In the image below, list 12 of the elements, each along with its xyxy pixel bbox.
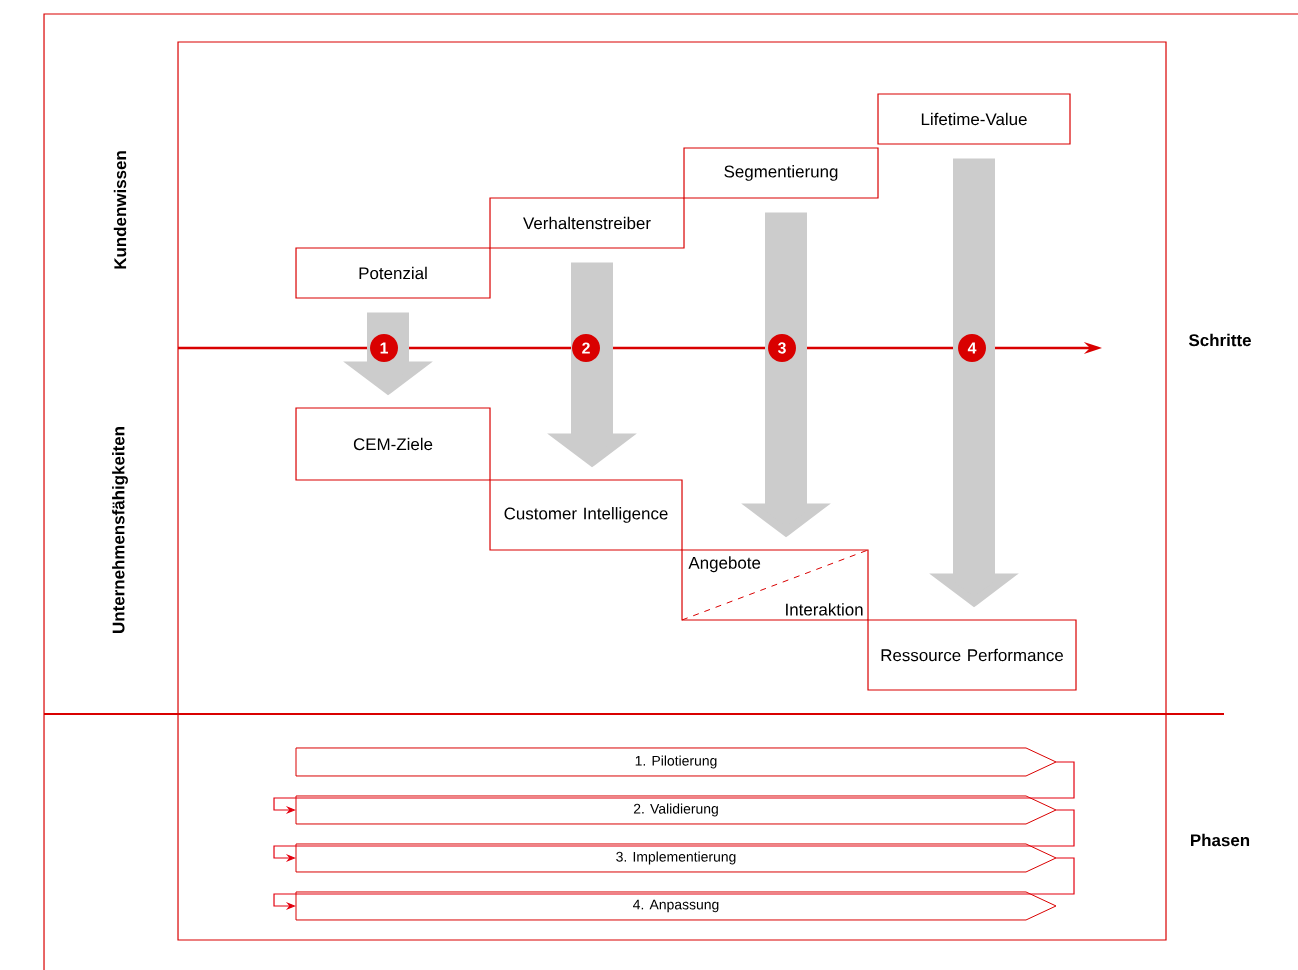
axis-label: Unternehmensfähigkeiten [112, 427, 128, 633]
step-box: Lifetime-Value [877, 93, 1071, 145]
step-box: Potenzial [295, 247, 491, 299]
step-box: CEM-Ziele [295, 407, 491, 481]
step-box: Verhaltenstreiber [489, 197, 685, 249]
axis-label: Kundenwissen [113, 151, 127, 269]
step-box: Ressource Performance [867, 619, 1077, 691]
split-box: Angebote Interaktion [681, 549, 869, 621]
axis-label: Phasen [1191, 833, 1250, 847]
axis-label: Schritte [1189, 333, 1251, 347]
step-box: Customer Intelligence [489, 479, 683, 551]
step-box: Segmentierung [683, 147, 879, 199]
